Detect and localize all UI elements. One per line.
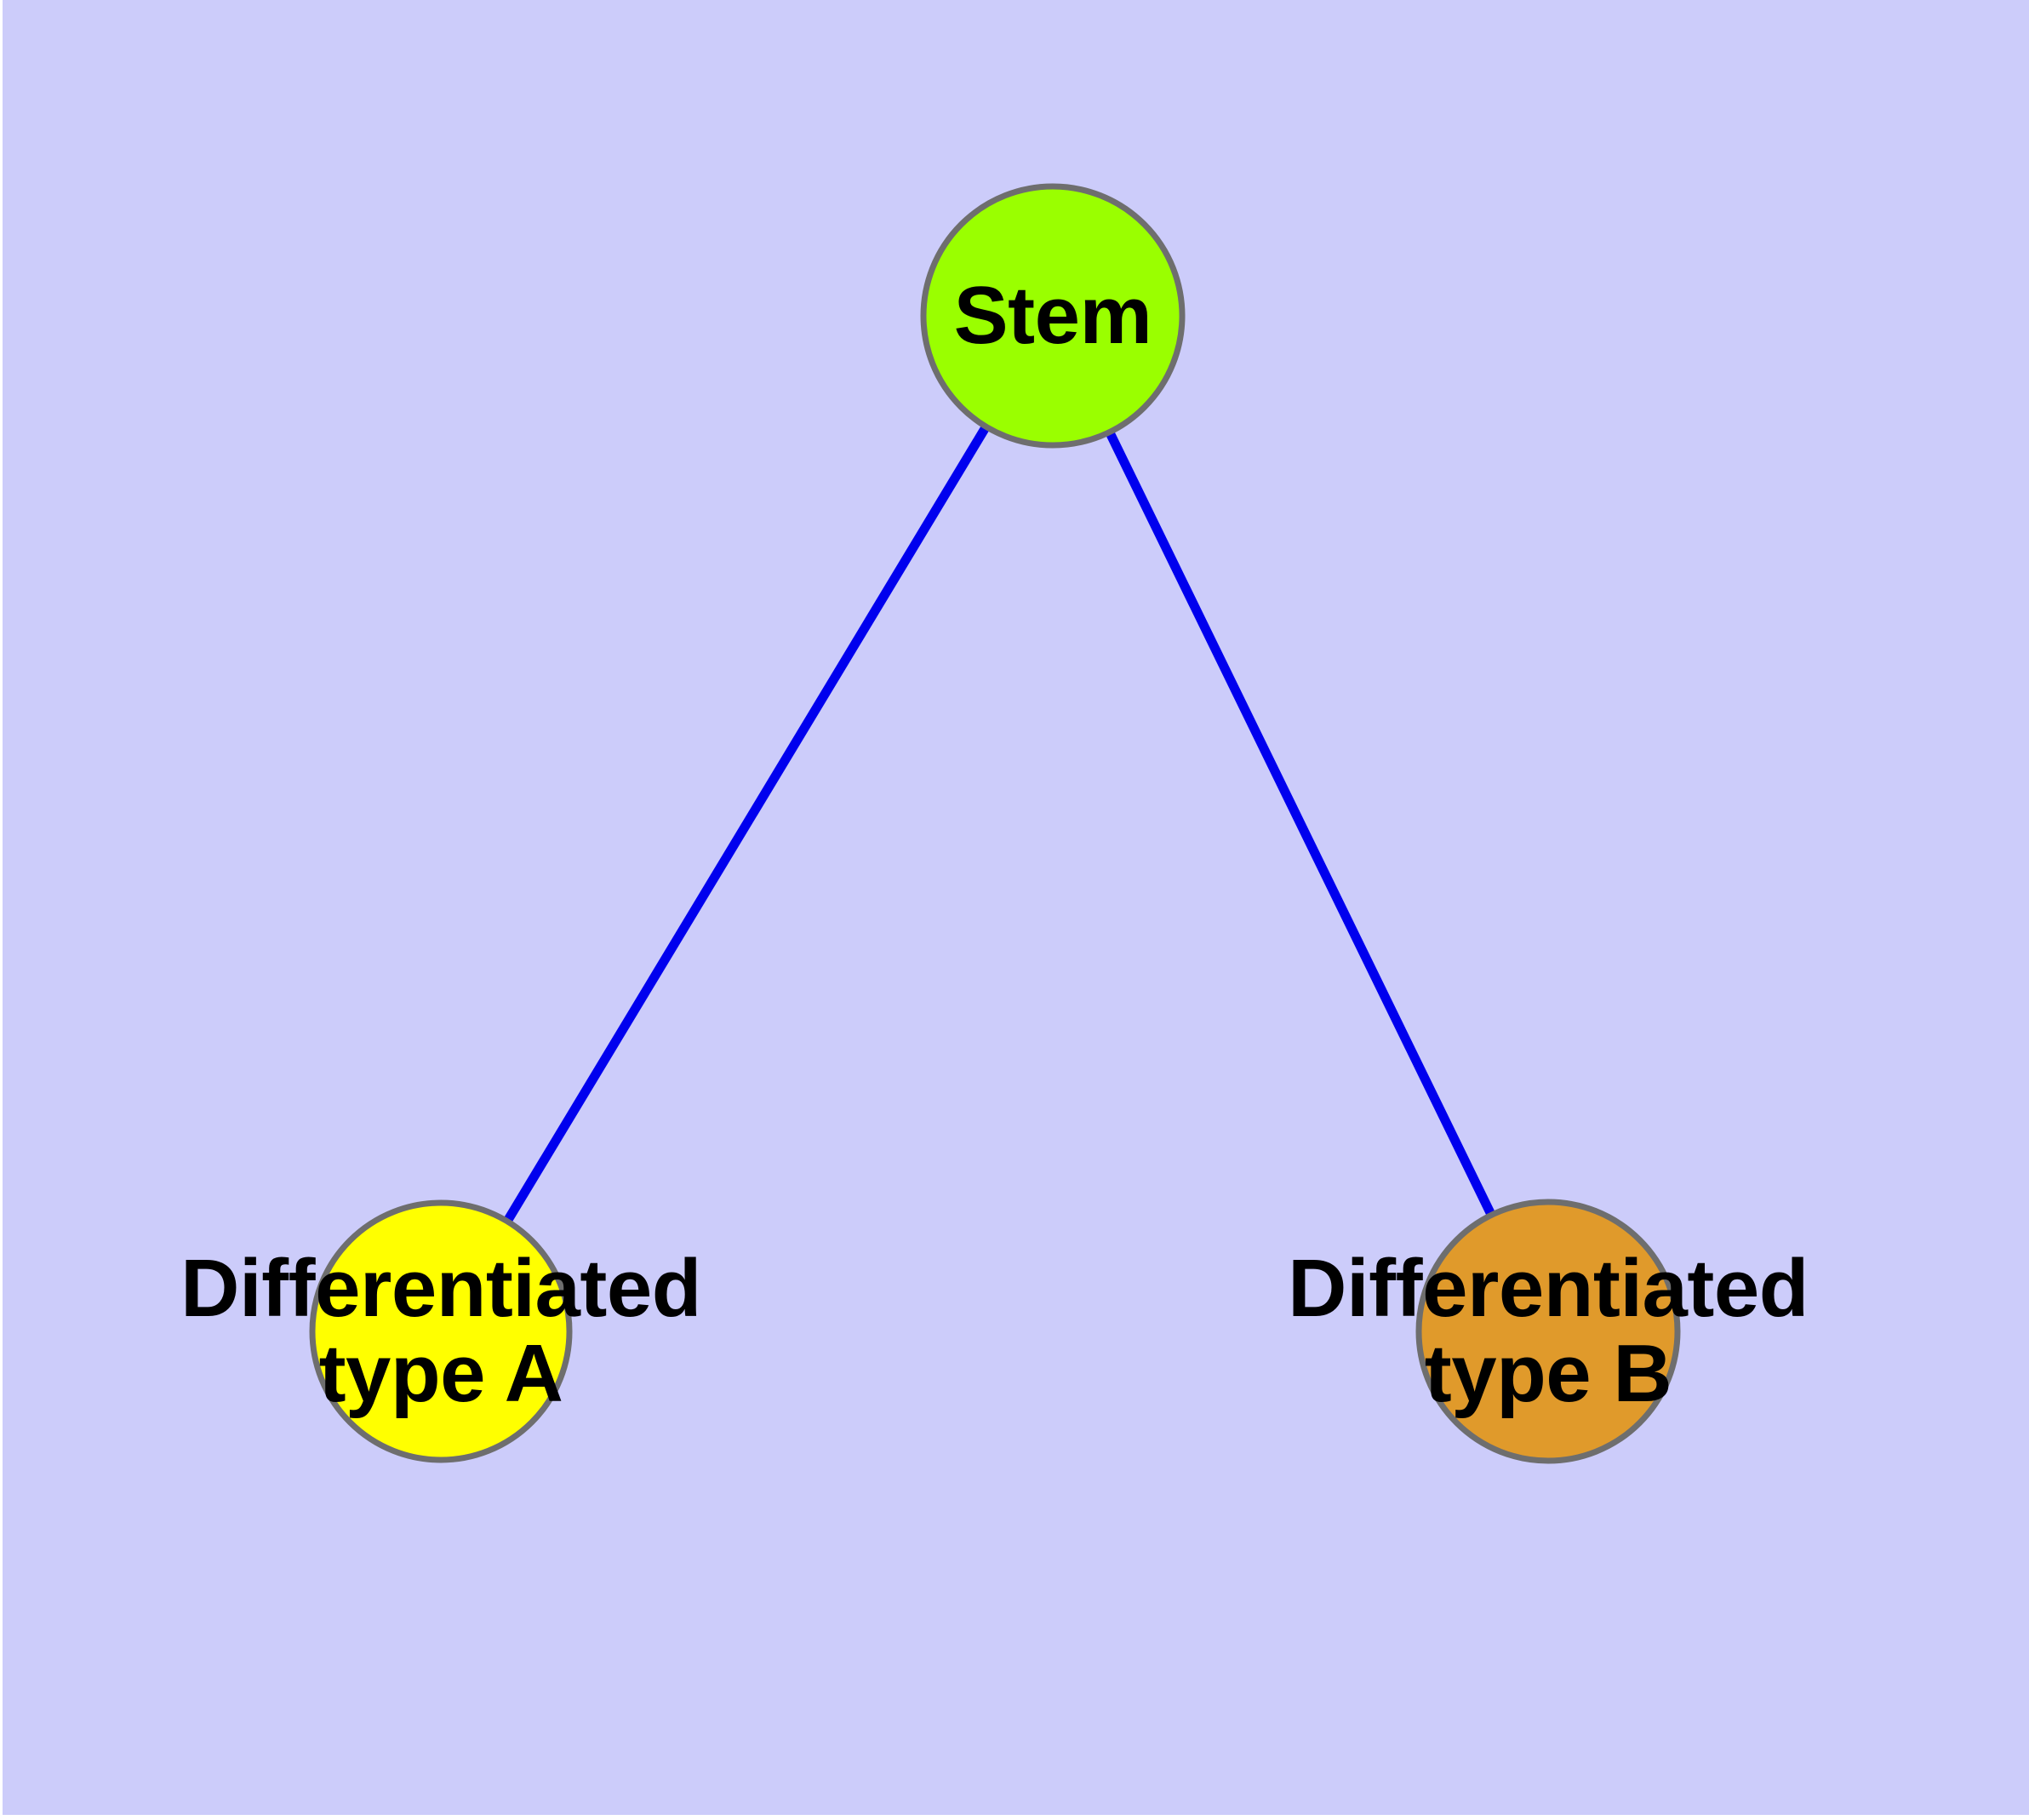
graph-node-diff-a[interactable] bbox=[309, 1199, 573, 1463]
nodes-group bbox=[309, 183, 1681, 1464]
edges-group bbox=[437, 313, 1552, 1334]
graph-node-diff-b[interactable] bbox=[1415, 1199, 1681, 1464]
graph-edge[interactable] bbox=[437, 313, 1057, 1334]
graph-node-stem[interactable] bbox=[920, 183, 1186, 449]
graph-edge[interactable] bbox=[1049, 313, 1552, 1334]
